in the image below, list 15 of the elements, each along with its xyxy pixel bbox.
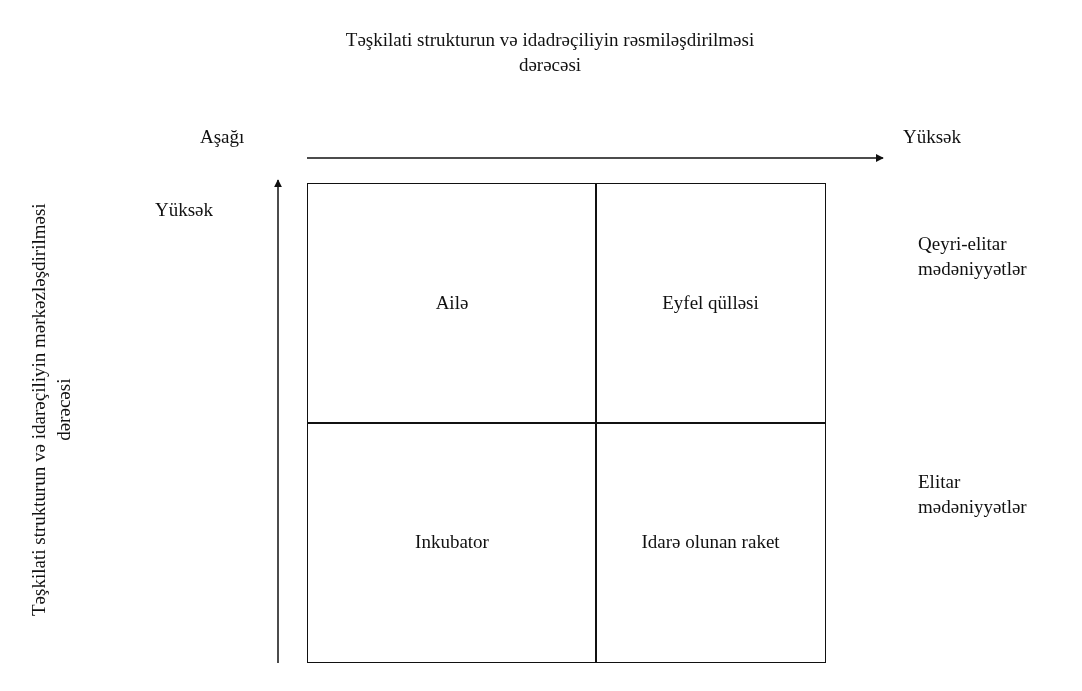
row-label: Elitar mədəniyyətlər <box>918 470 1028 519</box>
quadrant-cell <box>307 422 597 663</box>
axis-end-label: Yüksək <box>903 125 963 149</box>
quadrant-cell <box>595 183 826 424</box>
quadrant-cell <box>595 422 826 663</box>
axis-end-label: Aşağı <box>200 125 246 149</box>
quadrant-label: Eyfel qülləsi <box>662 291 759 316</box>
quadrant-cell <box>307 183 597 424</box>
axis-title: Təşkilati strukturun və idadrəçiliyin rəsmiləşdirilməsi dərəcəsi <box>344 28 756 77</box>
quadrant-label: Ailə <box>435 291 469 316</box>
quadrant-label: Idarə olunan raket <box>641 530 780 555</box>
row-label: Qeyri-elitar mədəniyyətlər <box>918 232 1028 281</box>
axis-title: Təşkilati strukturun və idarəçiliyin mərkəzləşdirilməsi dərəcəsi <box>27 202 75 618</box>
quadrant-label: Inkubator <box>415 530 489 555</box>
axis-end-label: Yüksək <box>155 198 215 222</box>
